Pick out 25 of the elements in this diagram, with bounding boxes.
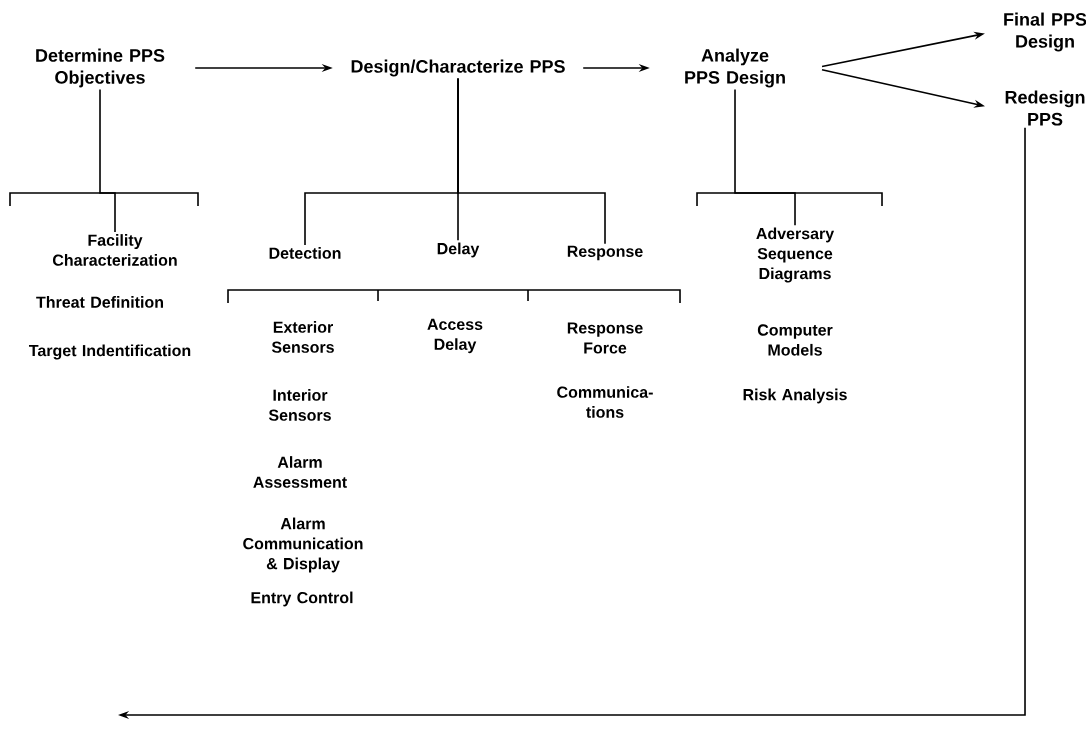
item-label: Communica- tions [557, 386, 653, 418]
category-heading: Detection [269, 247, 341, 259]
connector-line [457, 77, 606, 245]
item-label: Facility Characterization [53, 234, 177, 266]
step-heading: Design/Characterize PPS [351, 59, 565, 77]
item-label: Target Indentification [29, 344, 191, 360]
item-label: Exterior Sensors [271, 321, 334, 353]
item-label: Alarm Communication & Display [243, 517, 363, 573]
item-label: Response Force [567, 322, 643, 354]
item-label: Alarm Assessment [253, 456, 347, 488]
connector-line [734, 88, 796, 227]
item-label: Access Delay [427, 318, 483, 354]
item-label: Entry Control [251, 591, 353, 607]
step-heading: Analyze PPS Design [685, 48, 785, 88]
outcome-label: Final PPS Design [1004, 12, 1086, 52]
item-label: Computer Models [757, 324, 833, 356]
item-label: Risk Analysis [743, 388, 847, 404]
connector-line [99, 88, 116, 233]
item-label: Threat Definition [36, 296, 163, 308]
step-heading: Determine PPS Objectives [36, 48, 165, 88]
item-label: Adversary Sequence Diagrams [756, 227, 835, 283]
category-heading: Delay [437, 242, 480, 258]
outcome-label: Redesign PPS [1005, 90, 1085, 126]
item-label: Interior Sensors [268, 389, 331, 421]
category-heading: Response [567, 245, 643, 261]
